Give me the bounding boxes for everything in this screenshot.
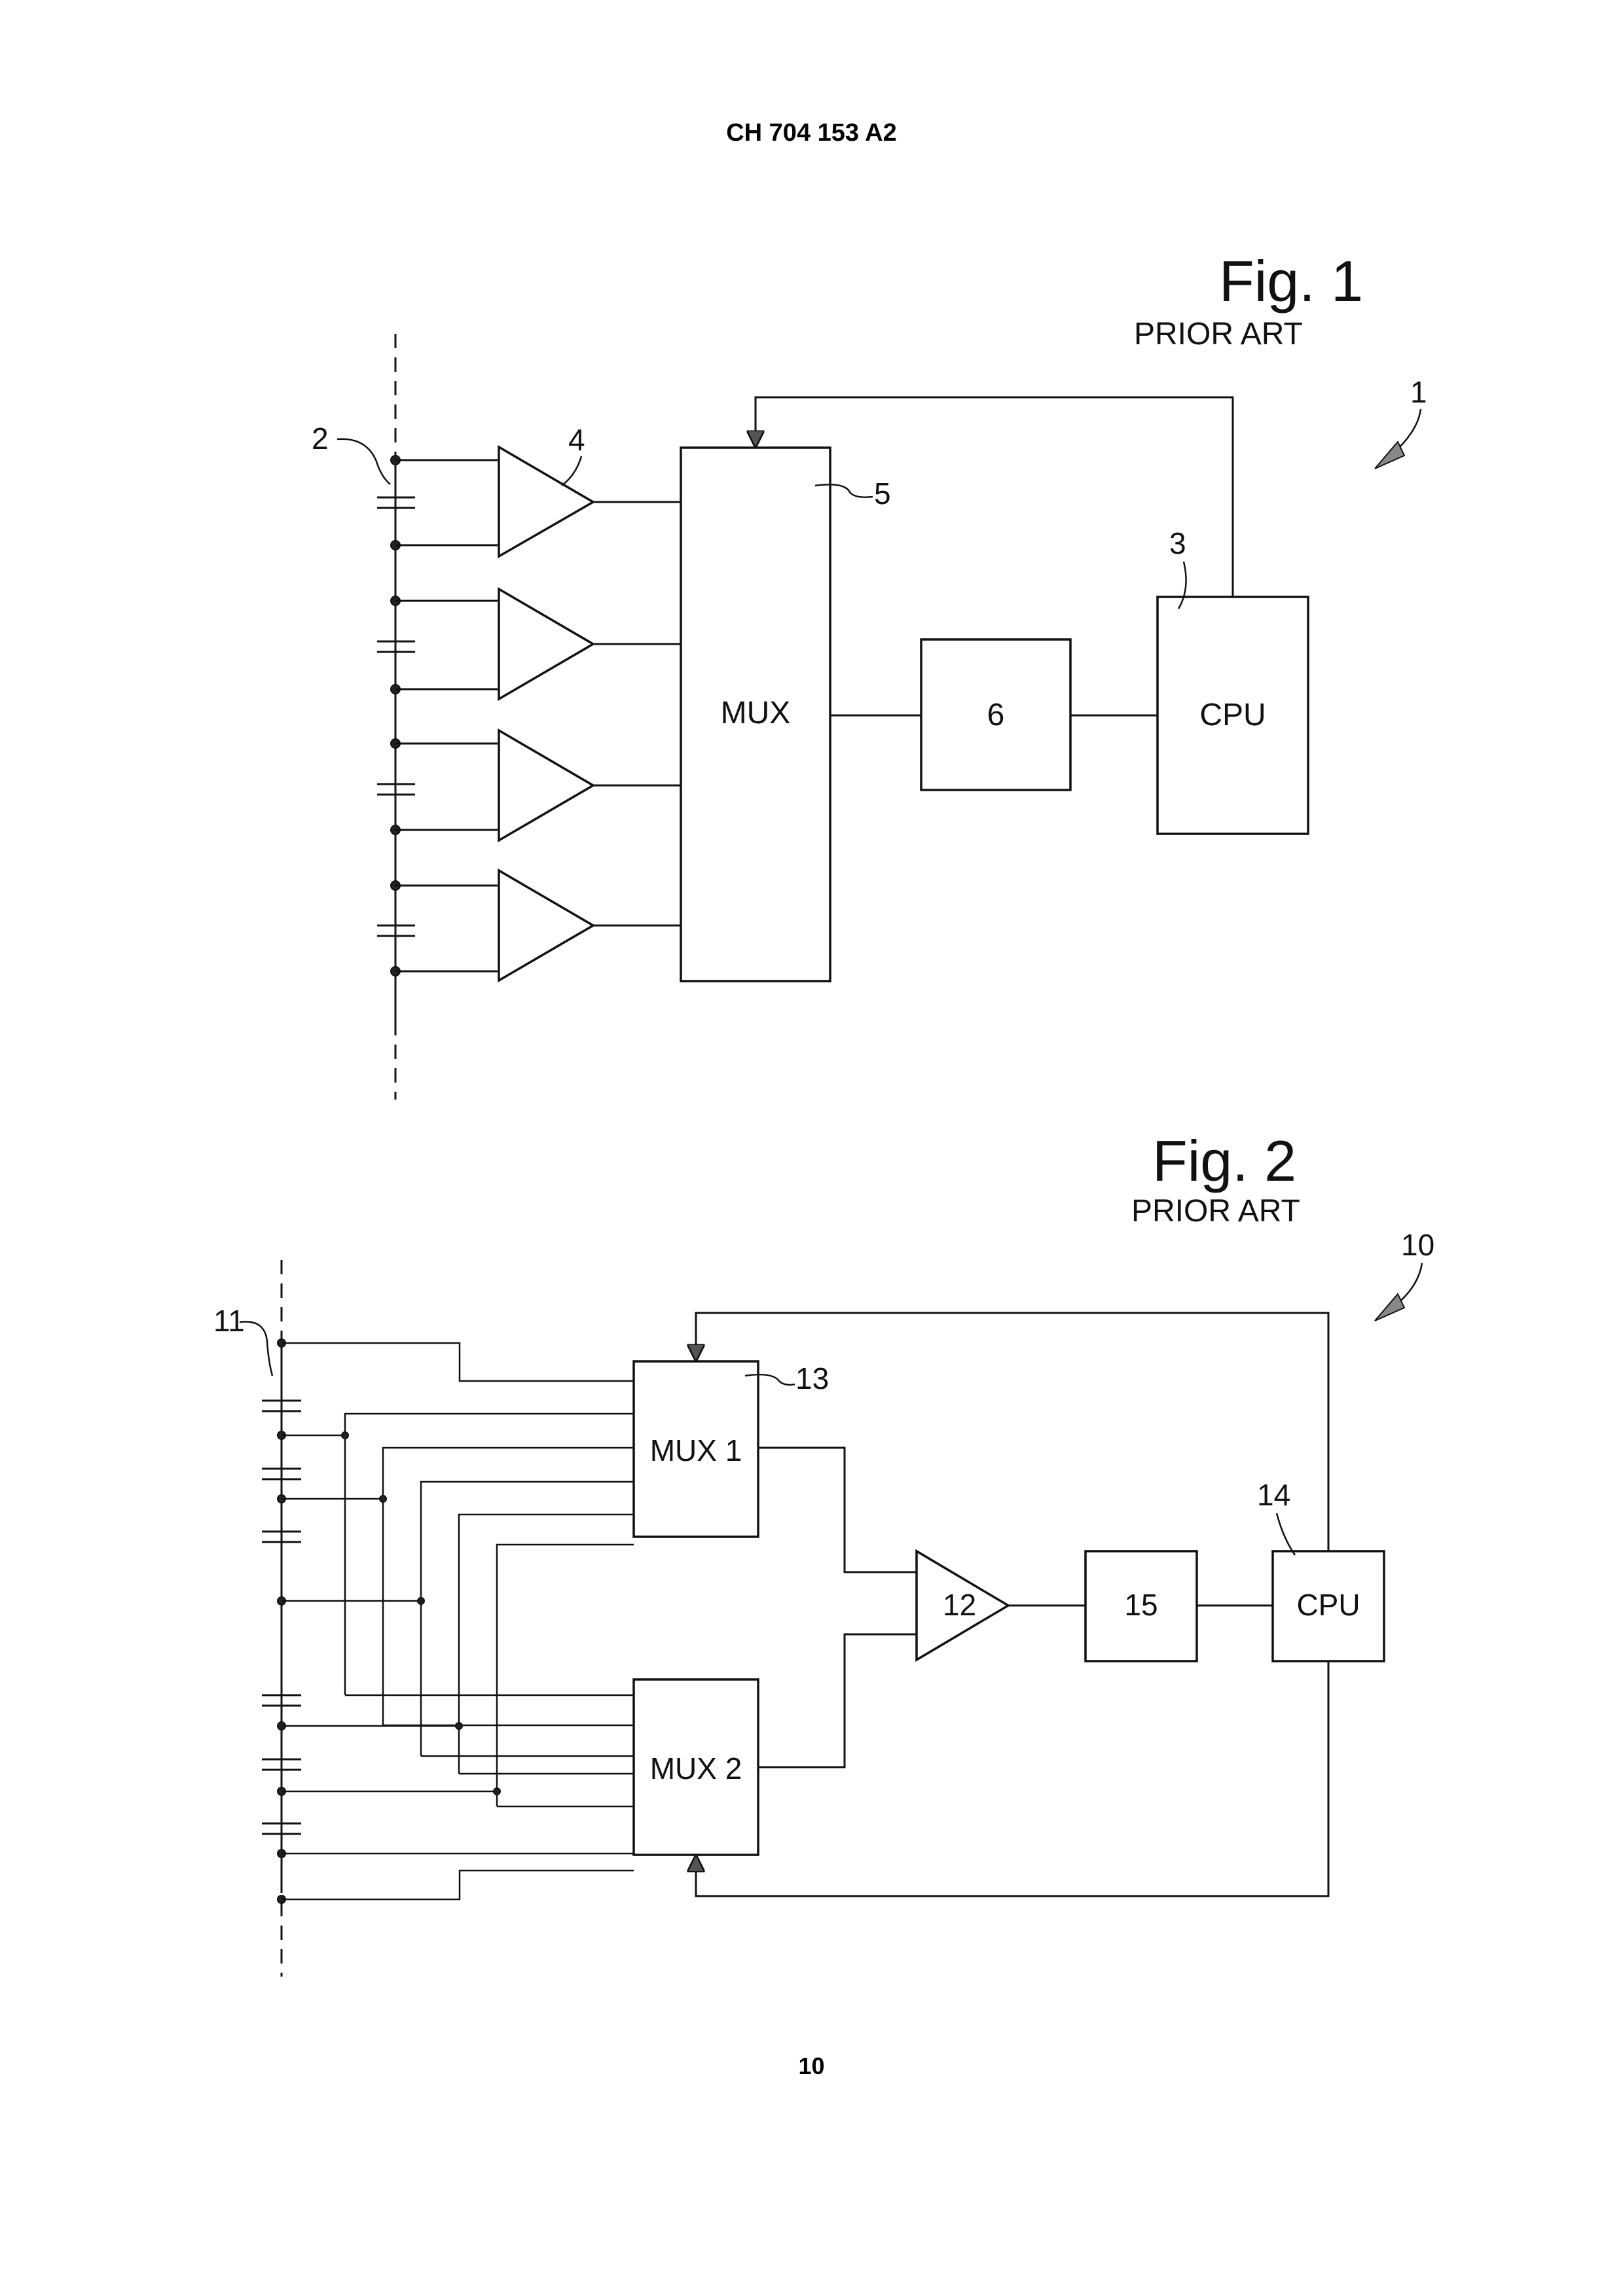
fig1-amplifier-4 [499, 870, 681, 980]
fig1-block-6-label: 6 [987, 698, 1005, 732]
fig1-ref-cpu: 3 [1169, 526, 1186, 560]
fig2-wire-mux1-to-amp [758, 1448, 917, 1572]
fig1-ref-cpu-leader [1178, 562, 1186, 609]
fig2-ref-cpu: 14 [1257, 1478, 1290, 1512]
fig2-title: Fig. 2 [1152, 1128, 1296, 1193]
fig2-wiring [282, 1343, 634, 1899]
fig2-ref-system: 10 [1401, 1228, 1434, 1262]
fig1-ref-amplifier-leader [562, 456, 581, 486]
fig1-amplifier-3 [499, 730, 681, 840]
fig1-ref-mux: 5 [874, 476, 891, 511]
fig1-ref-system-arrowhead [1375, 442, 1404, 469]
fig2-feedback-wire-mux2 [696, 1661, 1328, 1896]
fig2-mux2-label: MUX 2 [650, 1751, 742, 1785]
fig2-mux1-label: MUX 1 [650, 1433, 742, 1467]
fig2-ref-system-arrowhead [1375, 1294, 1404, 1321]
fig2-ref-mux1: 13 [795, 1361, 829, 1395]
fig2-ref-cpu-leader [1277, 1513, 1295, 1555]
fig2-cpu-label: CPU [1296, 1588, 1360, 1622]
fig1-title: Fig. 1 [1219, 249, 1363, 314]
fig2-wire-mux2-to-amp [758, 1634, 917, 1767]
fig2-block-15-label: 15 [1124, 1588, 1158, 1622]
fig2-ref-sensor: 11 [213, 1304, 245, 1338]
fig1-feedback-wire [756, 397, 1233, 597]
fig1-mux-label: MUX [721, 696, 791, 730]
fig1-ref-system: 1 [1410, 375, 1427, 409]
fig2-feedback-wire-mux1 [696, 1313, 1328, 1551]
fig1-subtitle: PRIOR ART [1134, 317, 1303, 351]
fig1-amplifier-2 [499, 589, 681, 699]
fig1-cpu-label: CPU [1199, 698, 1266, 732]
fig1-ref-mux-leader [815, 484, 873, 497]
fig2-subtitle: PRIOR ART [1131, 1194, 1300, 1229]
fig1-ref-amplifier: 4 [568, 423, 585, 457]
fig2-ref-mux1-leader [745, 1374, 795, 1385]
fig1-amplifier-1 [499, 447, 681, 556]
fig1-ref-sensor: 2 [312, 422, 329, 456]
fig2-amplifier-label: 12 [943, 1588, 976, 1622]
fig1-ref-sensor-leader [337, 439, 390, 484]
